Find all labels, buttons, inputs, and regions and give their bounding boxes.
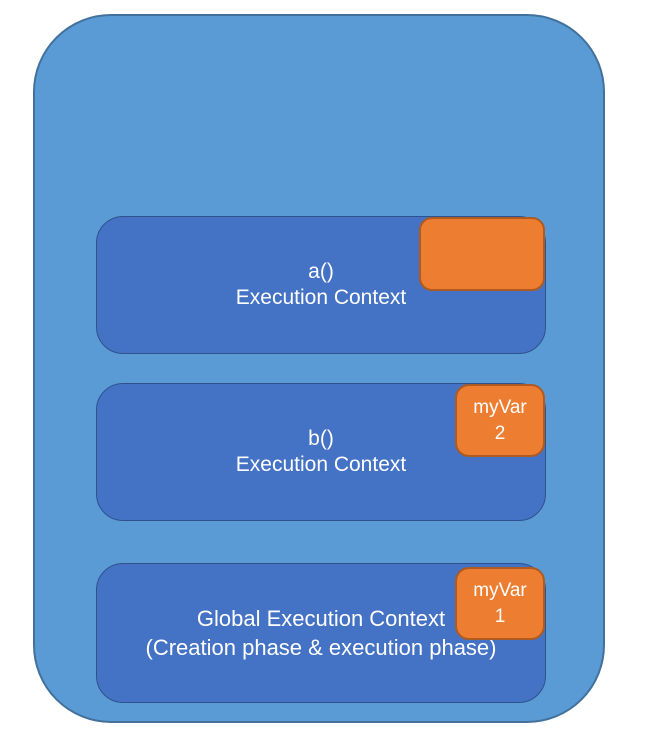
- context-label-global: Global Execution Context (Creation phase…: [146, 604, 497, 662]
- variable-box-myvar-2: myVar 2: [455, 384, 545, 457]
- execution-context-box-global: myVar 1 Global Execution Context (Creati…: [96, 563, 546, 703]
- variable-label: myVar: [473, 579, 527, 601]
- context-subtitle: Execution Context: [235, 453, 407, 476]
- context-name: b(): [308, 426, 334, 450]
- execution-stack-container: a() Execution Context myVar 2 b() Execut…: [33, 14, 605, 723]
- context-subtitle: Execution Context: [235, 286, 407, 309]
- execution-context-box-a: a() Execution Context: [96, 216, 546, 354]
- variable-label: myVar: [473, 396, 527, 418]
- context-name: a(): [308, 259, 334, 283]
- variable-value: 1: [494, 605, 506, 627]
- execution-context-box-b: myVar 2 b() Execution Context: [96, 383, 546, 521]
- variable-box-myvar-1: myVar 1: [455, 567, 545, 640]
- context-subtitle: (Creation phase & execution phase): [145, 635, 497, 660]
- variable-value: 2: [494, 422, 506, 444]
- variable-box-a-empty: [419, 217, 545, 291]
- context-label-b: b() Execution Context: [236, 426, 406, 478]
- context-name: Global Execution Context: [196, 605, 446, 631]
- context-label-a: a() Execution Context: [236, 259, 406, 311]
